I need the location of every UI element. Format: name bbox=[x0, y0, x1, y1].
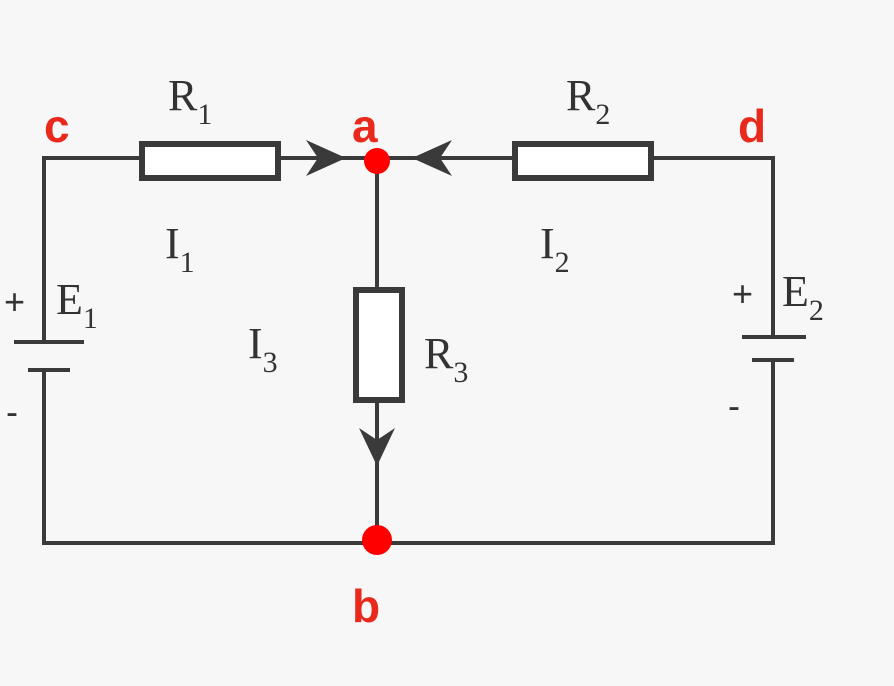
label-r1: R1 bbox=[168, 71, 212, 131]
label-i1: I1 bbox=[165, 219, 195, 279]
battery-e1 bbox=[14, 340, 84, 372]
battery-e2 bbox=[742, 335, 806, 362]
label-i2: I2 bbox=[540, 219, 570, 279]
node-label-d: d bbox=[738, 100, 766, 152]
label-i3: I3 bbox=[248, 319, 278, 379]
e1-plus-sign: + bbox=[4, 281, 25, 322]
resistor-r1 bbox=[139, 141, 281, 181]
label-r3: R3 bbox=[424, 329, 468, 389]
resistor-r3 bbox=[353, 287, 405, 403]
e1-minus-sign: - bbox=[6, 391, 18, 432]
arrow-i1-icon bbox=[306, 140, 346, 176]
e2-minus-sign: - bbox=[728, 385, 740, 426]
node-b-dot bbox=[362, 525, 392, 555]
wires bbox=[42, 156, 775, 545]
node-a-dot bbox=[364, 148, 390, 174]
resistor-r2 bbox=[512, 141, 654, 181]
node-label-a: a bbox=[352, 100, 378, 152]
arrow-i2-icon bbox=[412, 140, 452, 176]
label-r2: R2 bbox=[566, 71, 610, 131]
label-e2: E2 bbox=[782, 267, 824, 327]
arrow-i3-icon bbox=[359, 428, 395, 466]
e2-plus-sign: + bbox=[732, 273, 753, 314]
node-label-c: c bbox=[44, 100, 70, 152]
label-e1: E1 bbox=[56, 275, 98, 335]
node-label-b: b bbox=[352, 580, 380, 632]
